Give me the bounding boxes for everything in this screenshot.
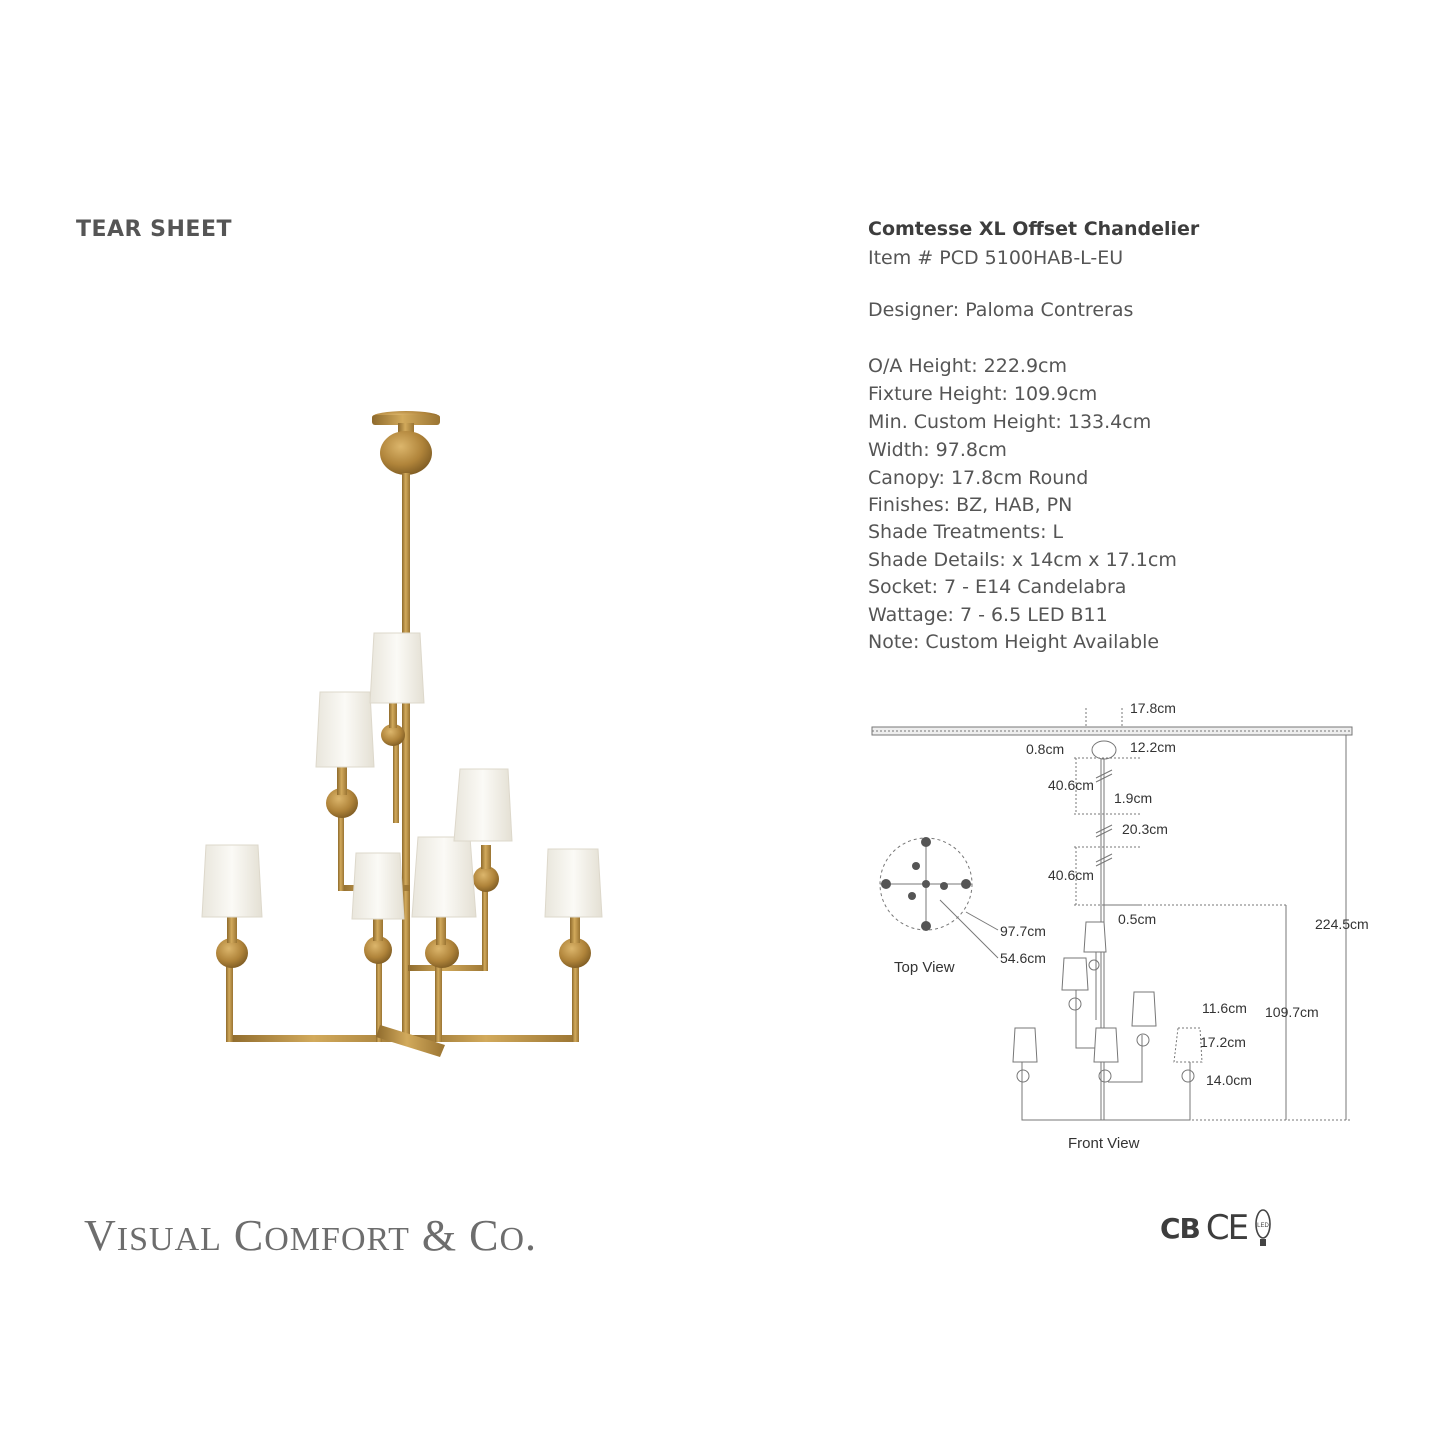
dim-canopy: 17.8cm — [1130, 700, 1176, 716]
product-name: Comtesse XL Offset Chandelier — [868, 218, 1200, 240]
front-view-label: Front View — [1068, 1135, 1140, 1152]
dim-canopy-depth: 0.8cm — [1026, 741, 1064, 757]
tear-sheet-label: TEAR SHEET — [76, 217, 232, 242]
spec-shade-details: Shade Details: x 14cm x 17.1cm — [868, 549, 1177, 571]
dim-coupler: 1.9cm — [1114, 790, 1152, 806]
lamp-shades — [201, 632, 603, 920]
dim-width: 97.7cm — [1000, 923, 1046, 939]
spec-fixture-height: Fixture Height: 109.9cm — [868, 383, 1098, 405]
spec-min-custom-height: Min. Custom Height: 133.4cm — [868, 411, 1152, 433]
dim-gap: 0.5cm — [1118, 911, 1156, 927]
ce-mark: CE — [1205, 1208, 1249, 1248]
spec-oa-height: O/A Height: 222.9cm — [868, 355, 1067, 377]
spec-socket: Socket: 7 - E14 Candelabra — [868, 576, 1127, 598]
designer: Designer: Paloma Contreras — [868, 299, 1134, 321]
spec-shade-treatments: Shade Treatments: L — [868, 521, 1064, 543]
brand-logo: VISUAL COMFORT & CO. — [84, 1211, 538, 1260]
ball-ornament — [380, 431, 432, 475]
dim-shade-bottom: 14.0cm — [1206, 1072, 1252, 1088]
dim-rod1: 40.6cm — [1048, 777, 1094, 793]
dim-fixture: 109.7cm — [1265, 1004, 1319, 1020]
spec-wattage: Wattage: 7 - 6.5 LED B11 — [868, 604, 1108, 626]
certification-marks: CB CE LED — [1160, 1208, 1273, 1248]
dim-rod2: 20.3cm — [1122, 821, 1168, 837]
spec-note: Note: Custom Height Available — [868, 631, 1160, 653]
spec-canopy: Canopy: 17.8cm Round — [868, 467, 1089, 489]
spec-width: Width: 97.8cm — [868, 439, 1007, 461]
dim-shade-top: 11.6cm — [1202, 1000, 1247, 1016]
dim-inner: 54.6cm — [1000, 950, 1046, 966]
socket-cups — [216, 700, 591, 968]
dim-ball: 12.2cm — [1130, 739, 1176, 755]
dim-rod3: 40.6cm — [1048, 867, 1094, 883]
top-view-label: Top View — [894, 959, 955, 976]
cb-mark: CB — [1160, 1211, 1201, 1245]
led-bulb-icon: LED — [1255, 1209, 1271, 1246]
led-label: LED — [1257, 1223, 1269, 1229]
dim-shade-height: 17.2cm — [1200, 1034, 1246, 1050]
top-view-sockets — [881, 837, 971, 931]
spec-finishes: Finishes: BZ, HAB, PN — [868, 494, 1073, 516]
chandelier-product-image — [201, 411, 603, 1057]
technical-drawing: 17.8cm 0.8cm 12.2cm 40.6cm 1.9cm 20.3cm … — [871, 700, 1369, 1152]
item-number: Item # PCD 5100HAB-L-EU — [868, 247, 1124, 269]
center-rod — [402, 473, 410, 1043]
dim-overall: 224.5cm — [1315, 916, 1369, 932]
